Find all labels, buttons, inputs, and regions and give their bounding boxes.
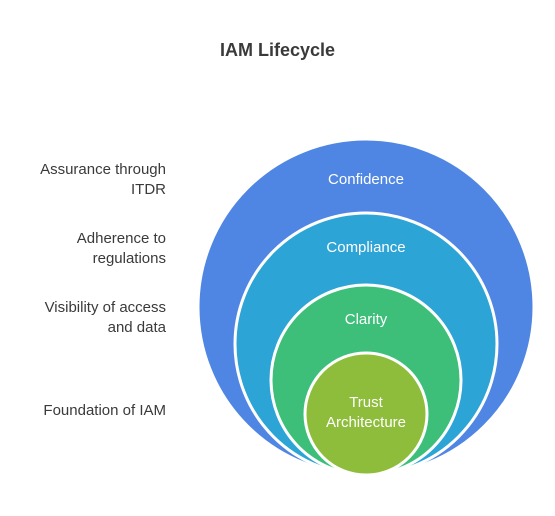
side-label-line: Visibility of access <box>44 299 166 316</box>
layer-label-trust-line2: Architecture <box>326 414 406 431</box>
layer-label-clarity: Clarity <box>345 311 388 328</box>
layer-label-compliance: Compliance <box>326 239 405 256</box>
side-label-compliance: Adherence to regulations <box>77 229 166 269</box>
side-label-line: and data <box>107 319 166 336</box>
side-label-confidence: Assurance through ITDR <box>40 160 166 200</box>
circle-trust-architecture <box>303 351 429 477</box>
side-label-line: regulations <box>92 250 166 267</box>
side-label-line: Foundation of IAM <box>43 402 166 419</box>
side-label-clarity: Visibility of access and data <box>45 298 166 338</box>
layer-label-confidence: Confidence <box>328 171 404 188</box>
layer-label-trust-line1: Trust <box>349 394 383 411</box>
side-label-line: Adherence to <box>76 230 166 247</box>
side-label-line: Assurance through <box>40 161 166 178</box>
side-label-line: ITDR <box>131 181 166 198</box>
side-label-trust: Foundation of IAM <box>43 401 166 421</box>
diagram-title: IAM Lifecycle <box>219 40 336 60</box>
